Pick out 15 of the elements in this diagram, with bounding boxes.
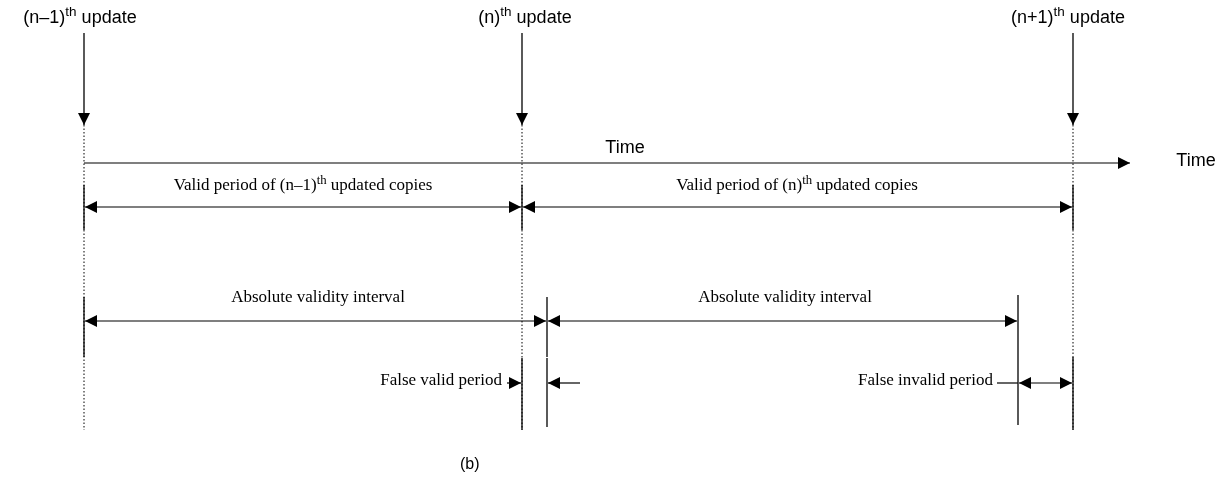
interval-label: Valid period of (n)$^{th}$ updated copies [676, 176, 918, 193]
update-label: (n–1)$^{th}$ update [23, 4, 137, 33]
interval-label: Absolute validity interval [231, 288, 405, 305]
interval-label: False invalid period [857, 371, 993, 388]
arrow [1067, 32, 1079, 126]
arrow [78, 32, 90, 126]
arrow [516, 32, 528, 126]
caption: (b) [460, 456, 480, 472]
axis-label: Time [605, 138, 645, 156]
interval-label: False valid period [380, 371, 502, 388]
update-label: (n)$^{th}$ update [478, 4, 572, 33]
interval-label: Absolute validity interval [698, 288, 872, 305]
update-label: (n+1)$^{th}$ update [1011, 4, 1125, 33]
axis-label: Time [1176, 151, 1216, 169]
interval-label: Valid period of (n–1)$^{th}$ updated copies [173, 176, 433, 193]
